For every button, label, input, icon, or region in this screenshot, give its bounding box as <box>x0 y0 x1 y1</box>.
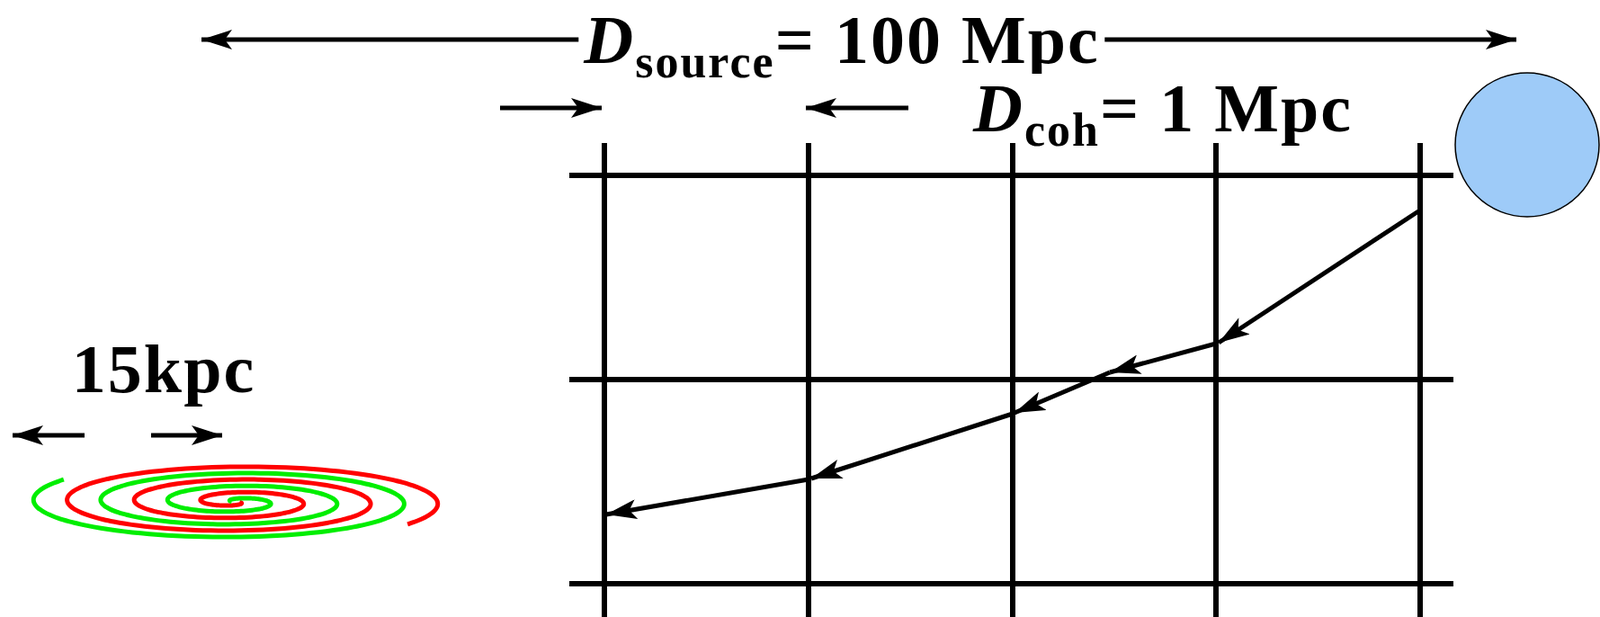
label-group: 15kpc <box>66 334 261 403</box>
source-circle <box>1455 72 1600 217</box>
subscript: coh <box>1024 104 1100 156</box>
galaxy-spiral <box>33 466 438 537</box>
subscript: source <box>634 35 775 88</box>
label-group: Dcoh= 1 Mpc <box>967 73 1359 143</box>
distance-symbol: D <box>583 1 635 78</box>
label-group: Dsource= 100 Mpc <box>578 5 1105 74</box>
spiral-arm <box>33 473 404 537</box>
grid <box>569 143 1454 617</box>
particle-path <box>606 211 1419 515</box>
dimension-arrows <box>12 39 1517 436</box>
distance-value: = 1 Mpc <box>1099 70 1353 146</box>
scale-label: 15kpc <box>71 330 256 407</box>
distance-symbol: D <box>973 70 1025 146</box>
distance-value: = 100 Mpc <box>775 1 1100 78</box>
